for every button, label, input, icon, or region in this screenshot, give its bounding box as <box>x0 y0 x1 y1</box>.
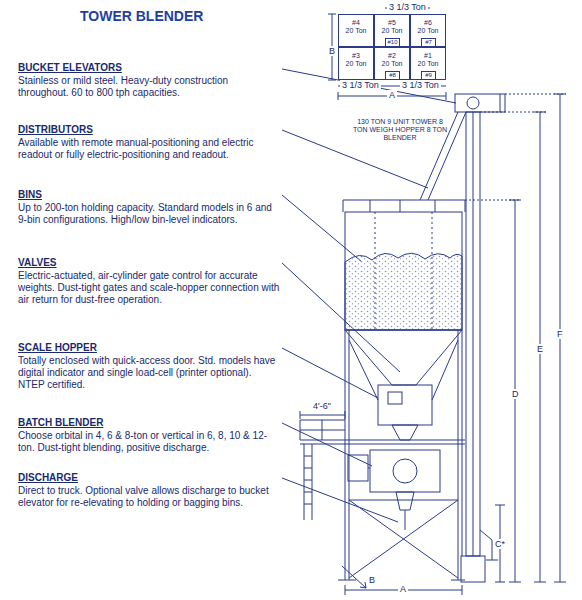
dimension-label: C* <box>493 539 507 549</box>
dimension-label: B <box>327 46 337 56</box>
section-heading: BINS <box>18 189 42 200</box>
section-text: Up to 200-ton holding capacity. Standard… <box>18 202 280 226</box>
section-heading: VALVES <box>18 257 57 268</box>
section-text: Available with remote manual-positioning… <box>18 137 280 161</box>
section-text: Totally enclosed with quick-access door.… <box>18 355 280 391</box>
bin-capacity: 20 Ton <box>339 60 373 68</box>
dimension-label: 3 1/3 Ton <box>400 80 441 90</box>
small-bin-cell: #9 <box>421 71 436 80</box>
bin-number: #10 <box>386 39 399 46</box>
tower-spec-note: 130 TON 9 UNIT TOWER 8 TON WEIGH HOPPER … <box>350 118 450 142</box>
bin-number: #1 <box>411 52 445 60</box>
dimension-label: A <box>387 90 397 100</box>
dimension-label: F <box>555 329 565 339</box>
section-heading: DISTRIBUTORS <box>18 124 93 135</box>
section-text: Direct to truck. Optional valve allows d… <box>18 485 280 509</box>
section-heading: SCALE HOPPER <box>18 342 97 353</box>
bin-cell: #320 Ton <box>338 47 374 80</box>
bin-cell: #420 Ton <box>338 14 374 47</box>
dimension-label: 3 1/3 Ton <box>340 80 381 90</box>
section-text: Stainless or mild steel. Heavy-duty cons… <box>18 75 280 99</box>
bin-capacity: 20 Ton <box>411 27 445 35</box>
section-heading: DISCHARGE <box>18 472 78 483</box>
diagram-title: TOWER BLENDER <box>80 8 203 24</box>
bin-capacity: 20 Ton <box>375 27 409 35</box>
bin-number: #3 <box>339 52 373 60</box>
dimension-label: 3 1/3 Ton <box>387 2 428 12</box>
section-heading: BUCKET ELEVATORS <box>18 62 122 73</box>
section-text: Electric-actuated, air-cylinder gate con… <box>18 270 280 306</box>
dimension-label: 4'-6" <box>311 401 333 411</box>
bin-capacity: 20 Ton <box>375 60 409 68</box>
bin-number: #8 <box>386 72 399 79</box>
section-heading: BATCH BLENDER <box>18 417 103 428</box>
bin-number: #9 <box>422 72 435 79</box>
small-bin-cell: #7 <box>421 38 436 47</box>
small-bin-cell: #10 <box>385 38 400 47</box>
bin-capacity: 20 Ton <box>339 27 373 35</box>
bin-number: #6 <box>411 19 445 27</box>
dimension-label: D <box>510 389 521 399</box>
section-text: Choose orbital in 4, 6 & 8-ton or vertic… <box>18 430 280 454</box>
bin-number: #2 <box>375 52 409 60</box>
small-bin-cell: #8 <box>385 71 400 80</box>
dimension-label: A <box>398 584 408 594</box>
bin-number: #5 <box>375 19 409 27</box>
bin-number: #4 <box>339 19 373 27</box>
bin-number: #7 <box>422 39 435 46</box>
bin-capacity: 20 Ton <box>411 60 445 68</box>
dimension-label: E <box>535 344 545 354</box>
dimension-label: B <box>367 575 377 585</box>
